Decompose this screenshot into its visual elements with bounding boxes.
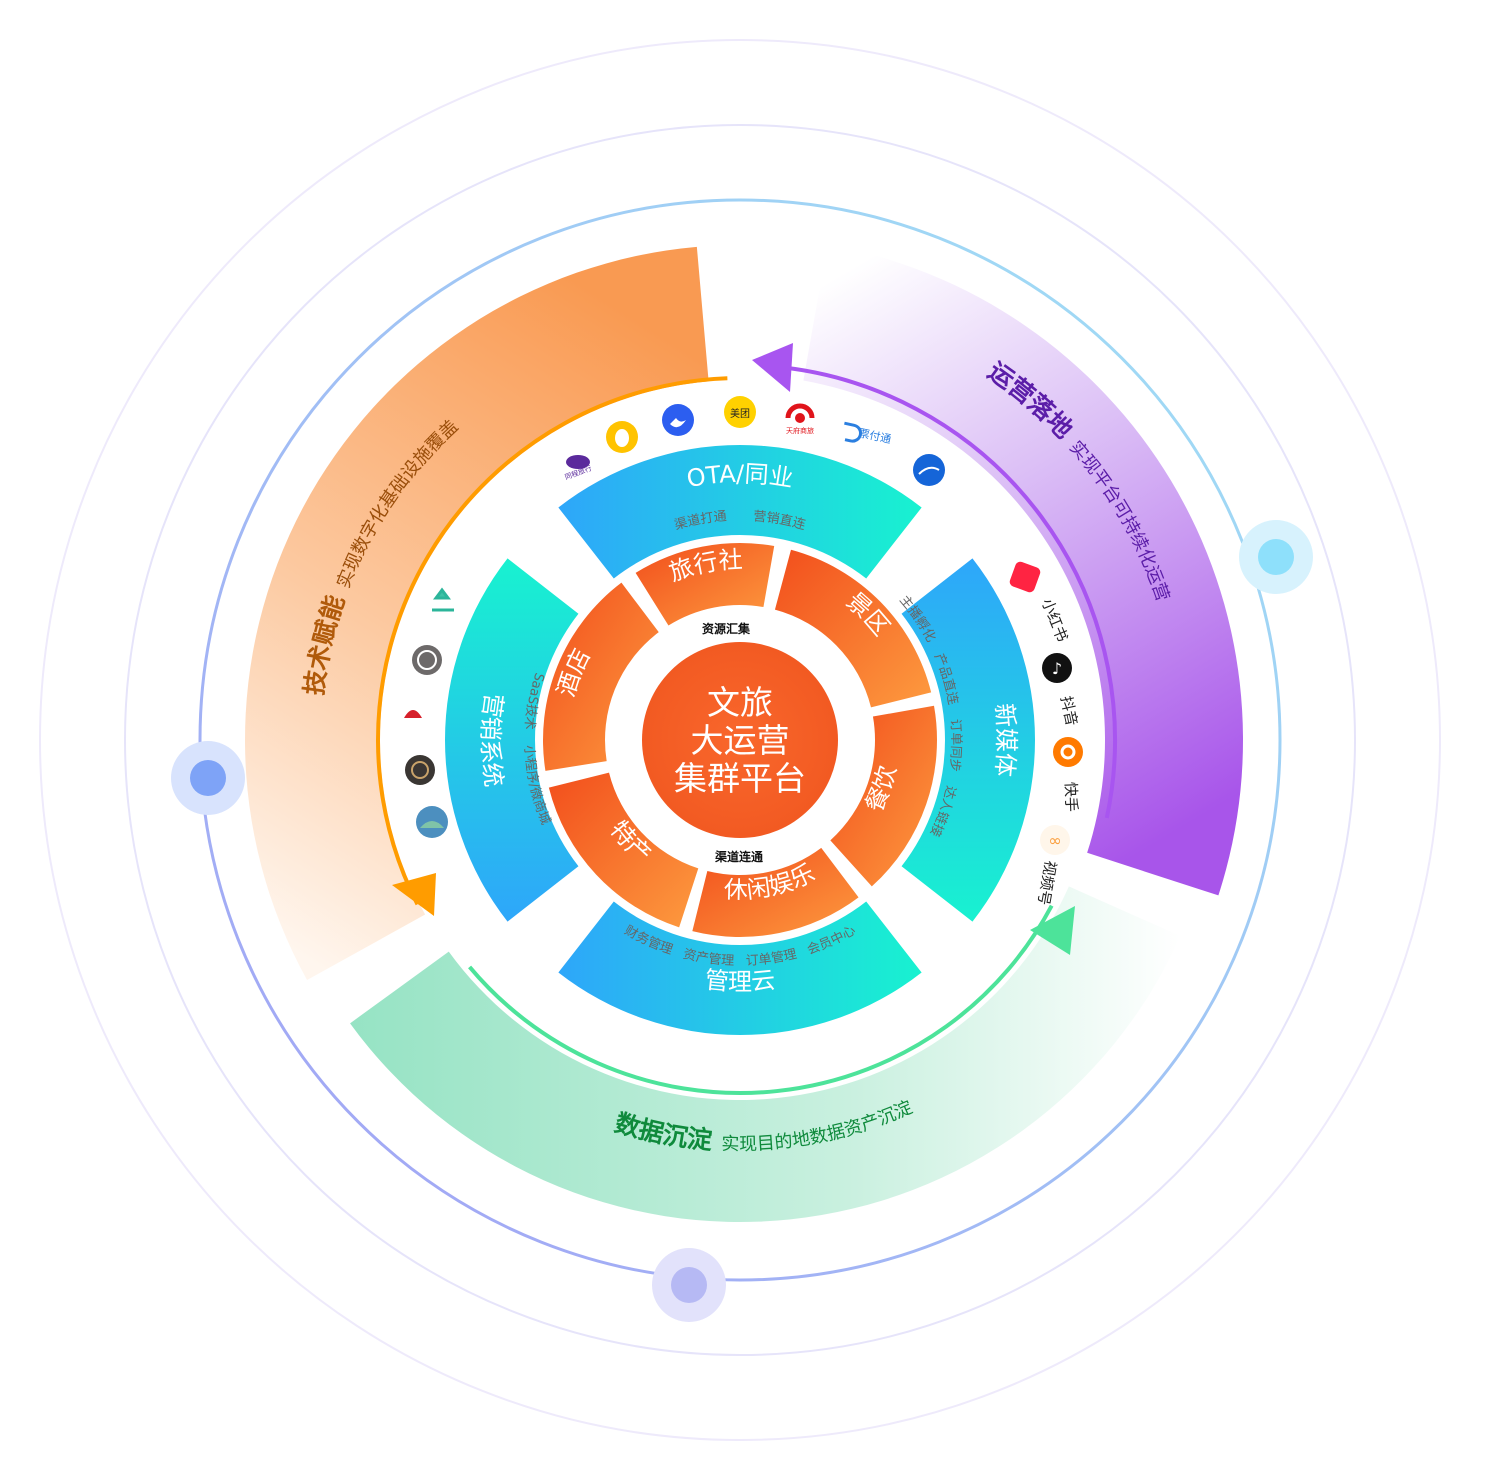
logo-tianfu: 天府商旅 xyxy=(785,403,815,435)
douyin-icon: ♪ xyxy=(1052,659,1062,678)
segment-travel-agency xyxy=(635,543,775,626)
segment-leisure xyxy=(692,847,859,937)
left-logo-5 xyxy=(416,806,448,838)
svg-text:小红书: 小红书 xyxy=(1038,596,1072,644)
band-new-media-label: 新媒体 xyxy=(990,702,1020,778)
tech-arc-band xyxy=(244,246,709,980)
center-title-line1: 文旅 xyxy=(707,683,773,722)
main-ring xyxy=(198,198,1282,1282)
left-logo-2 xyxy=(412,645,442,675)
ring-dot-right xyxy=(1239,520,1313,594)
logo-ctrip xyxy=(662,404,694,436)
tech-arrowhead-icon xyxy=(392,873,436,916)
center-hub xyxy=(642,642,838,838)
left-logo-3 xyxy=(404,710,422,718)
segment-specialty xyxy=(548,772,699,928)
svg-text:视频号: 视频号 xyxy=(1034,859,1060,906)
band-ota xyxy=(558,445,922,579)
logo-tongcheng: 同程旅行 xyxy=(563,455,593,481)
band-marketing xyxy=(445,558,579,922)
logo-tuniu xyxy=(913,454,945,486)
band-new-media xyxy=(901,558,1035,922)
outer-ring xyxy=(39,39,1441,1441)
shipinhao-icon: ∞ xyxy=(1048,831,1061,850)
band-management xyxy=(558,901,922,1035)
media-xiaohongshu: 小红书 xyxy=(1009,561,1072,644)
band-ota-label: OTA/同业 xyxy=(685,460,796,493)
left-logo-1 xyxy=(432,587,454,612)
data-arrow-line xyxy=(468,904,1054,1095)
band-management-label: 管理云 xyxy=(704,966,777,996)
svg-text:快手: 快手 xyxy=(1061,782,1080,813)
data-arc-band xyxy=(350,886,1181,1222)
svg-text:抖音: 抖音 xyxy=(1057,694,1081,727)
ring-dot-bottom xyxy=(652,1248,726,1322)
data-arrowhead-icon xyxy=(1030,906,1075,955)
center-title-line2: 大运营 xyxy=(691,721,790,760)
tech-arrow-line xyxy=(376,376,728,906)
ops-arrowhead-icon xyxy=(752,343,793,392)
inner-label-channel: 渠道连通 xyxy=(715,849,763,864)
logo-fliggy xyxy=(606,421,638,453)
svg-text:天府商旅: 天府商旅 xyxy=(786,426,814,435)
ops-arrow-line xyxy=(772,364,1118,819)
ring-dot-left xyxy=(171,741,245,815)
media-douyin: ♪ 抖音 xyxy=(1042,653,1081,728)
media-kuaishou: 快手 xyxy=(1053,737,1083,812)
center-title-line3: 集群平台 xyxy=(674,759,806,798)
segment-hotel xyxy=(543,582,659,771)
logo-meituan: 美团 xyxy=(724,396,756,428)
media-shipinhao: ∞ 视频号 xyxy=(1034,825,1070,907)
left-logo-4 xyxy=(405,755,435,785)
segment-catering xyxy=(830,705,937,887)
middle-ring xyxy=(124,124,1356,1356)
segment-scenic-area xyxy=(774,549,932,708)
logo-piaofutong: 票付通 xyxy=(844,421,892,447)
svg-text:票付通: 票付通 xyxy=(857,427,892,447)
svg-text:美团: 美团 xyxy=(730,407,750,420)
inner-label-resource: 资源汇集 xyxy=(702,621,751,636)
